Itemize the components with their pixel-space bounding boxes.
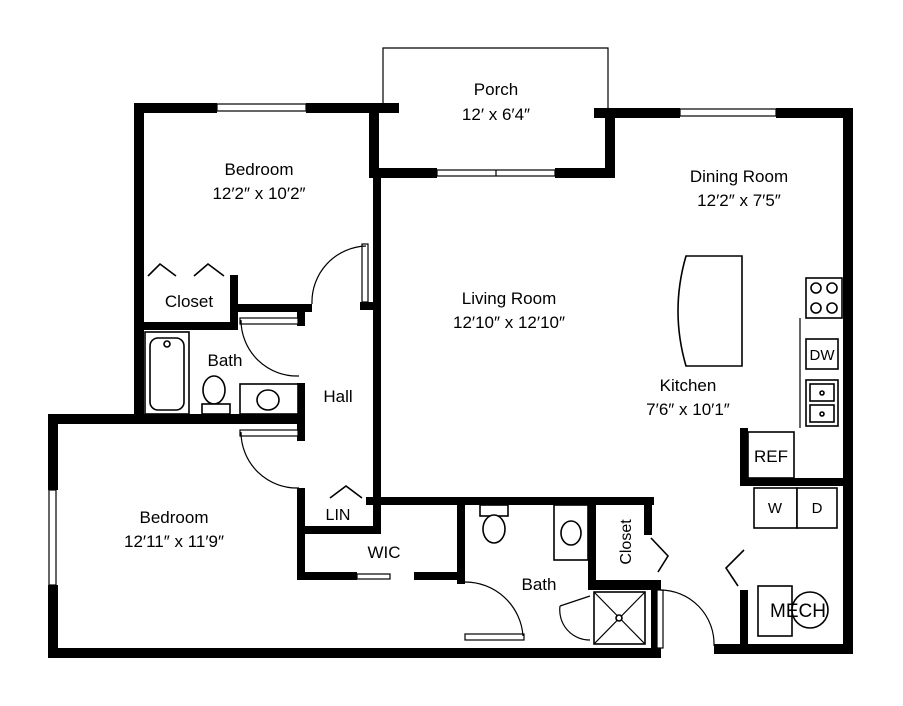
mechanical-label: MECH [770,601,826,622]
walls [48,103,853,658]
bath-2-name: Bath [522,575,557,594]
porch-size: 12′ x 6′4″ [462,105,530,124]
linen-name: LIN [326,507,351,524]
porch-outline [382,47,609,110]
bedroom-1-size: 12′2″ x 10′2″ [212,184,305,203]
hall-name: Hall [323,387,352,406]
refrigerator-label: REF [754,447,788,466]
bedroom-2-size: 12′11″ x 11′9″ [124,532,224,551]
appliance-labels: DW REF W D MECH [754,347,835,622]
kitchen-name: Kitchen [660,376,717,395]
dishwasher-label: DW [810,347,836,364]
windows [48,103,777,586]
bath-1-name: Bath [208,351,243,370]
porch-name: Porch [474,80,518,99]
dryer-label: D [812,500,823,517]
closet-2-name: Closet [618,519,635,565]
dining-room-size: 12′2″ x 7′5″ [697,191,781,210]
bedroom-1-name: Bedroom [225,160,294,179]
living-room-size: 12′10″ x 12′10″ [453,313,565,332]
room-labels: Porch 12′ x 6′4″ Bedroom 12′2″ x 10′2″ D… [124,80,788,594]
dining-room-name: Dining Room [690,167,788,186]
fixtures [144,255,843,645]
kitchen-size: 7′6″ x 10′1″ [646,400,730,419]
closet-1-name: Closet [165,292,213,311]
living-room-name: Living Room [462,289,557,308]
wic-name: WIC [367,543,400,562]
bedroom-2-name: Bedroom [140,508,209,527]
washer-label: W [768,500,783,517]
doors [147,243,745,649]
